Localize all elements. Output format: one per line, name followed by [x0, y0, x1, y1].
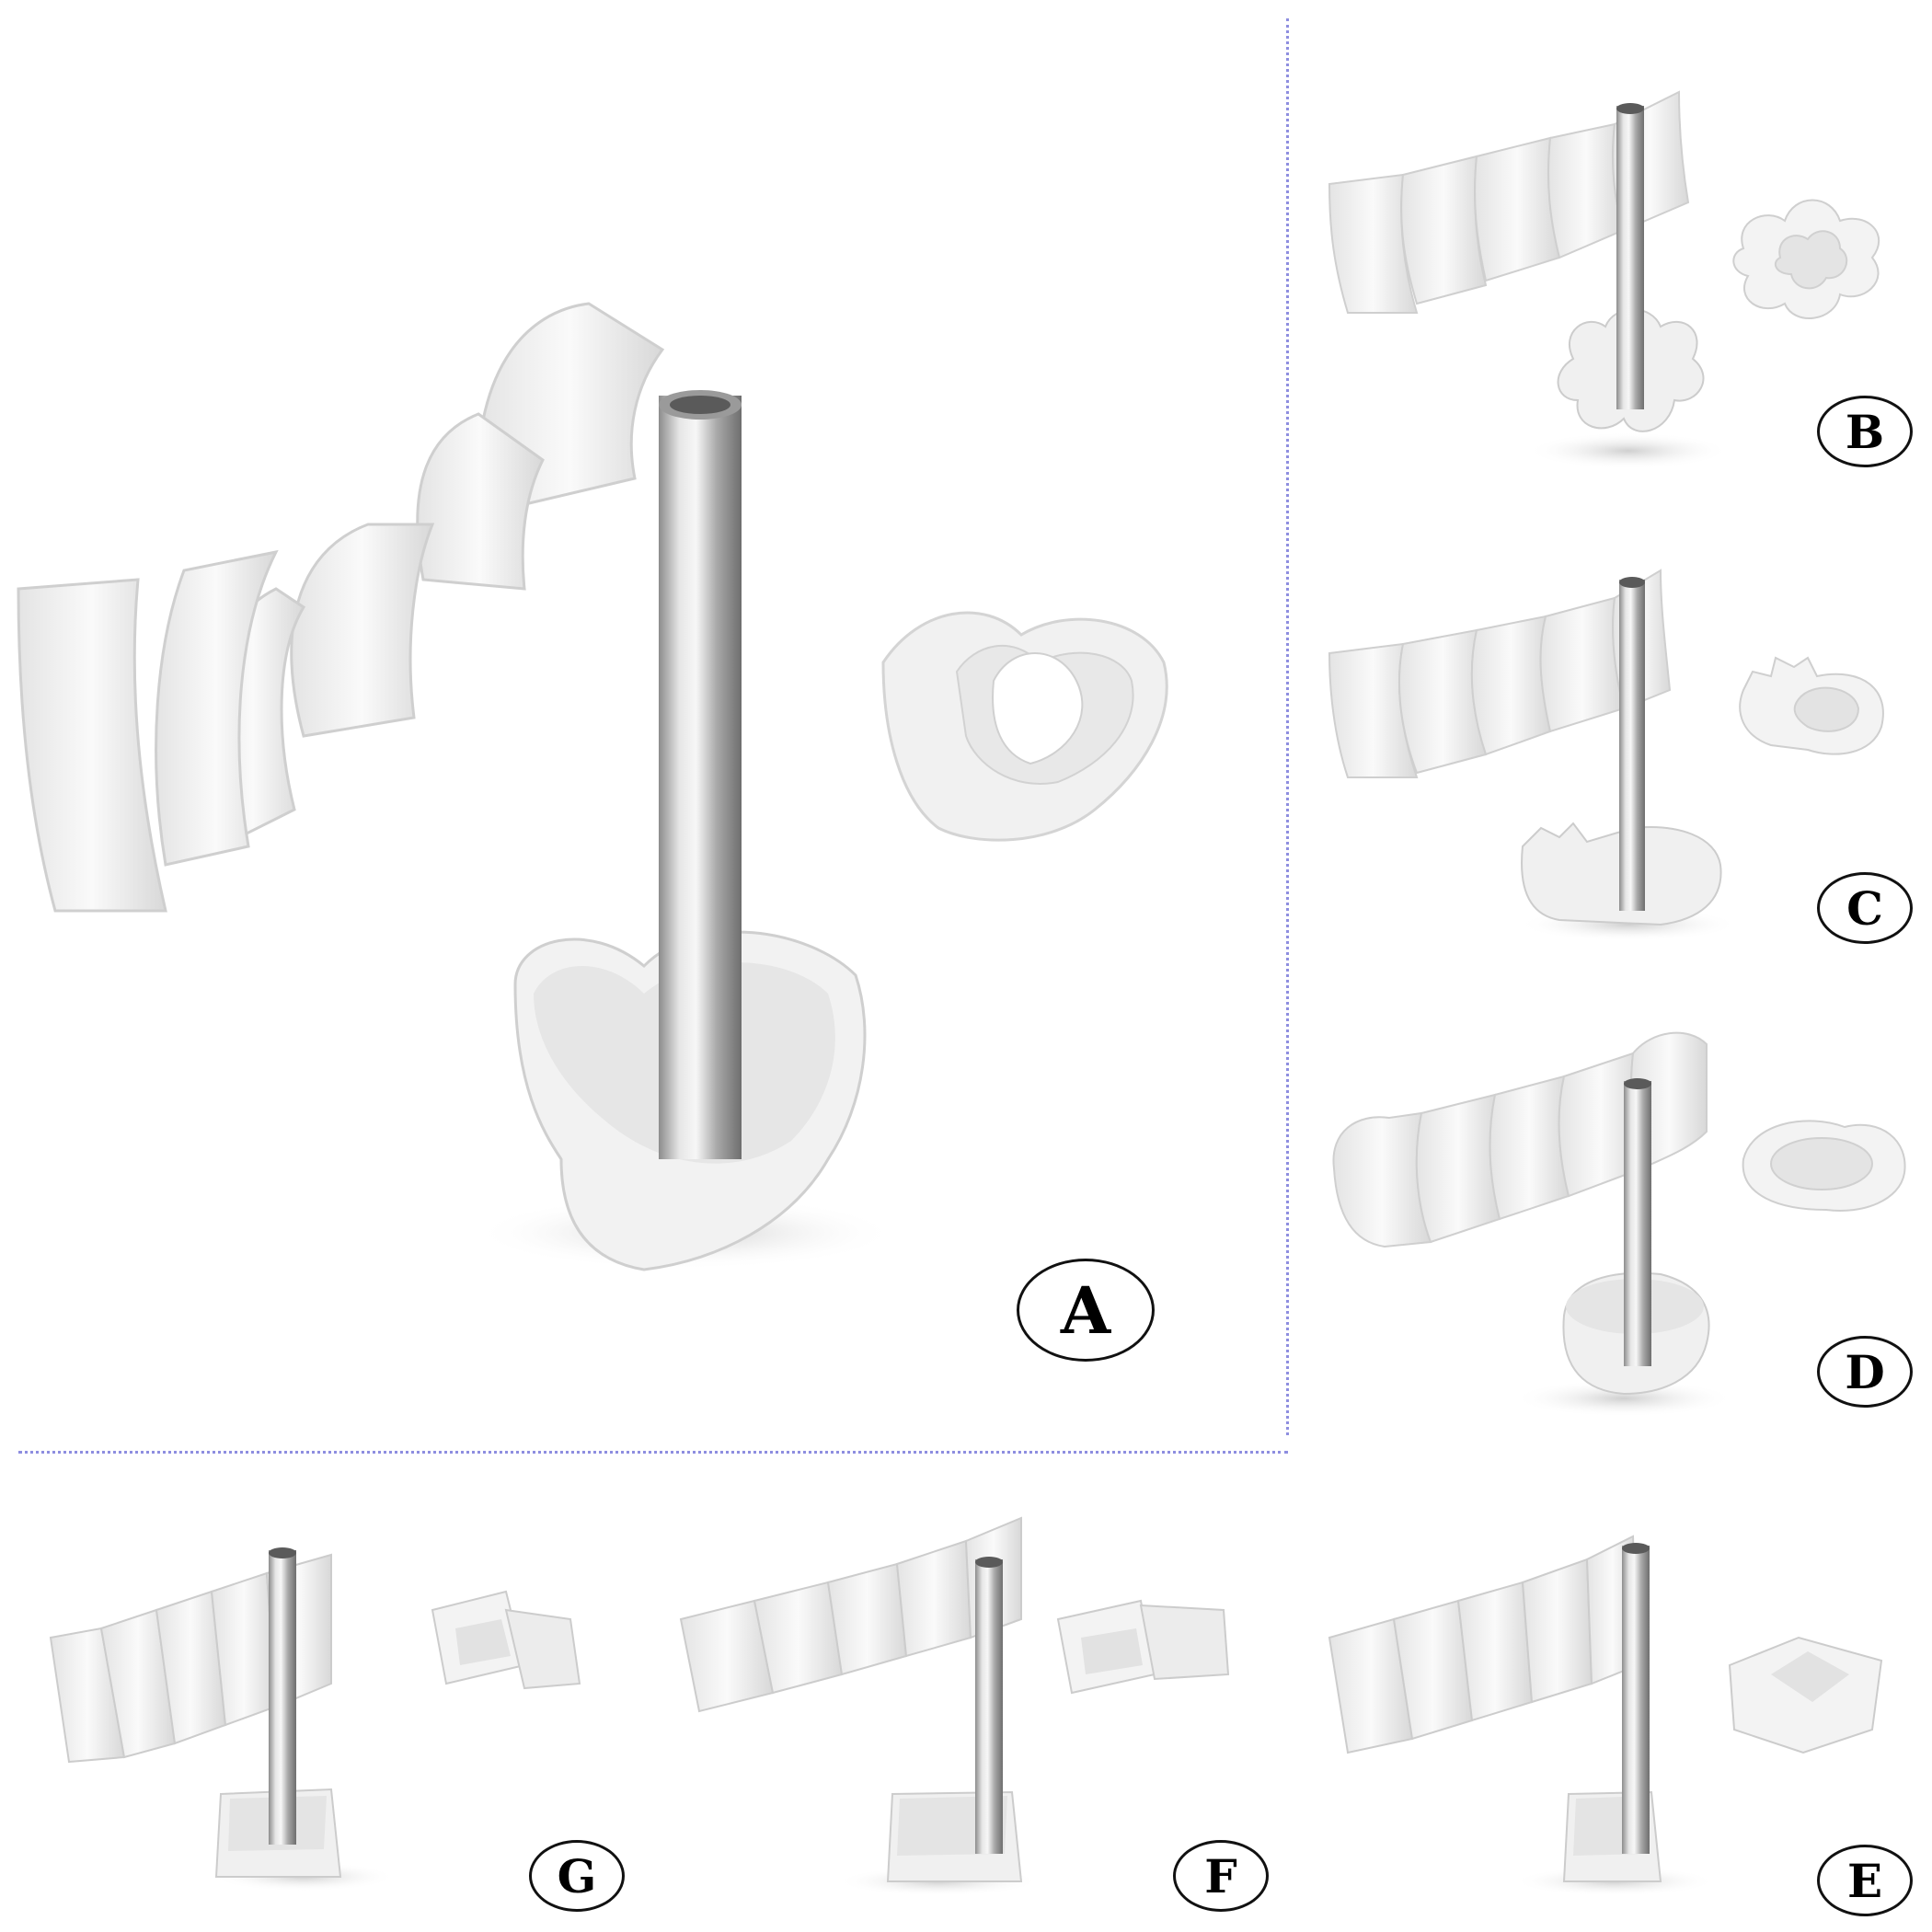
panel-c-label: C: [1817, 872, 1913, 944]
panel-a-label: A: [1017, 1259, 1155, 1362]
steel-tube: [1619, 580, 1645, 911]
steel-tube: [659, 396, 742, 1159]
band-stack: [17, 302, 665, 913]
panel-c-pineapple-mold: C: [1311, 552, 1927, 966]
rectangle-mold-photo-g: [49, 1547, 581, 1892]
rectangle-mold-photo-f: [679, 1516, 1230, 1896]
panel-f-rectangle-mold: F: [662, 1500, 1279, 1923]
band-stack: [1328, 90, 1690, 314]
loose-oval-mold: [1742, 1120, 1906, 1212]
steel-tube: [269, 1550, 296, 1845]
flower-mold-photo: [1328, 90, 1880, 469]
panel-e-square-mold: E: [1311, 1500, 1927, 1923]
band-stack: [1328, 569, 1672, 778]
steel-tube: [975, 1559, 1003, 1854]
panel-b-flower-mold: B: [1311, 37, 1927, 478]
square-mold-photo: [1328, 1535, 1883, 1896]
panel-g-label: G: [529, 1840, 625, 1912]
loose-flower-mold: [1732, 199, 1880, 319]
panel-d-label: D: [1817, 1336, 1913, 1408]
panel-g-rectangle-mold: G: [28, 1500, 644, 1923]
panel-e-label: E: [1817, 1845, 1913, 1916]
horizontal-divider: [18, 1451, 1288, 1454]
pineapple-mold-photo: [1328, 569, 1884, 941]
steel-tube: [1624, 1081, 1651, 1366]
band-stack: [1328, 1535, 1639, 1754]
vertical-divider: [1286, 18, 1289, 1435]
loose-pineapple-mold: [1739, 656, 1884, 755]
heart-mold-photo: [17, 302, 1168, 1271]
panel-f-label: F: [1173, 1840, 1269, 1912]
loose-square-mold: [1728, 1636, 1883, 1754]
loose-rectangle-mold: [431, 1590, 581, 1690]
steel-tube: [1616, 106, 1644, 409]
panel-a-heart-mold: A: [0, 0, 1283, 1444]
loose-heart-mold: [881, 611, 1168, 842]
panel-d-oval-mold: D: [1311, 1012, 1927, 1435]
steel-tube: [1622, 1546, 1650, 1854]
band-stack: [679, 1516, 1022, 1713]
loose-rectangle-mold: [1056, 1599, 1230, 1695]
panel-b-label: B: [1817, 396, 1913, 467]
oval-mold-photo: [1332, 1031, 1906, 1417]
